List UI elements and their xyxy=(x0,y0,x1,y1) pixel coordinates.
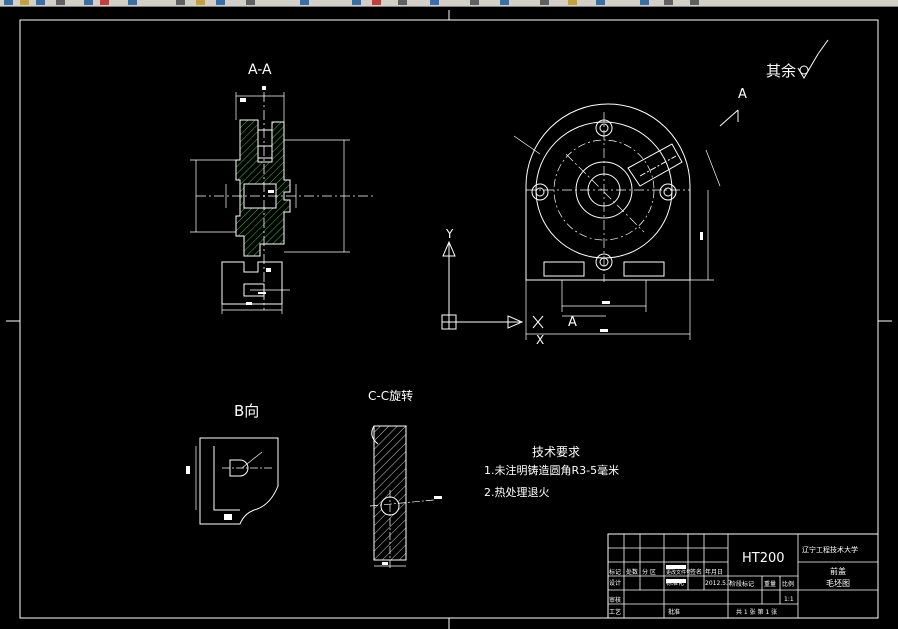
toolbar-icon[interactable] xyxy=(500,0,509,5)
toolbar-icon[interactable] xyxy=(196,0,205,5)
toolbar-icon[interactable] xyxy=(4,0,13,5)
tech-req-line2: 2.热处理退火 xyxy=(484,486,550,499)
surface-rest-label: 其余 xyxy=(766,62,796,80)
ucs-y-label: Y xyxy=(445,227,454,241)
toolbar-icon[interactable] xyxy=(430,0,439,5)
toolbar-icon[interactable] xyxy=(300,0,309,5)
cad-toolbar[interactable] xyxy=(0,0,898,7)
section-c-c-label: C-C旋转 xyxy=(368,388,413,403)
material-label: HT200 xyxy=(742,551,785,566)
drawing-canvas[interactable]: A-A xyxy=(0,7,898,629)
toolbar-icon[interactable] xyxy=(216,0,225,5)
section-a-a-label: A-A xyxy=(248,62,272,78)
tech-req-line1: 1.未注明铸造圆角R3-5毫米 xyxy=(484,463,619,477)
section-arrow-a-bottom: A xyxy=(568,315,577,330)
toolbar-icon[interactable] xyxy=(470,0,479,5)
toolbar-icon[interactable] xyxy=(540,0,549,5)
toolbar-icon[interactable] xyxy=(352,0,361,5)
sheet-label: 共 1 张 第 1 张 xyxy=(736,608,777,616)
scale-label: 1:1 xyxy=(784,596,794,603)
main-front-view: A xyxy=(513,87,747,340)
toolbar-icon[interactable] xyxy=(20,0,29,5)
toolbar-icon[interactable] xyxy=(56,0,65,5)
ucs-icon xyxy=(441,240,544,330)
toolbar-icon[interactable] xyxy=(246,0,255,5)
view-c-c: C-C旋转 xyxy=(368,388,442,570)
signature-label: 签名 xyxy=(690,568,702,576)
date-label: 2012.5.7 xyxy=(705,580,732,587)
process-label: 工艺 xyxy=(609,608,621,616)
toolbar-icon[interactable] xyxy=(640,0,649,5)
view-b: B向 xyxy=(186,402,279,525)
drawing-frame xyxy=(6,10,892,629)
weight-label: 重量 xyxy=(764,580,776,588)
view-b-label: B向 xyxy=(234,402,259,420)
ratio-label: 比例 xyxy=(782,580,794,588)
toolbar-icon[interactable] xyxy=(398,0,407,5)
toolbar-icon[interactable] xyxy=(128,0,137,5)
toolbar-icon[interactable] xyxy=(84,0,93,5)
section-arrow-a-top: A xyxy=(738,87,747,102)
count-label: 处数 xyxy=(626,568,638,576)
ymd-label: 年月日 xyxy=(705,568,723,576)
toolbar-icon[interactable] xyxy=(372,0,381,5)
surface-finish-note: 其余 xyxy=(766,39,829,80)
designer-label: 设计 xyxy=(609,579,621,587)
drawing-type-label: 毛坯图 xyxy=(826,578,850,588)
toolbar-icon[interactable] xyxy=(568,0,577,5)
school-label: 辽宁工程技术大学 xyxy=(802,545,858,554)
tech-req-title: 技术要求 xyxy=(532,445,580,459)
toolbar-icon[interactable] xyxy=(596,0,605,5)
part-name-label: 前盖 xyxy=(830,566,846,576)
stage-mark-label: 阶段标记 xyxy=(730,580,754,588)
toolbar-icon[interactable] xyxy=(36,0,45,5)
toolbar-icon[interactable] xyxy=(664,0,673,5)
zone-label: 分 区 xyxy=(642,568,656,576)
approve-label: 批准 xyxy=(668,608,680,616)
toolbar-icon[interactable] xyxy=(100,0,109,5)
change-doc-label: 更改文件号 xyxy=(666,569,691,576)
technical-requirements: 技术要求 1.未注明铸造圆角R3-5毫米 2.热处理退火 xyxy=(484,445,619,499)
section-a-a-view: A-A xyxy=(190,62,376,314)
title-block xyxy=(607,533,879,619)
toolbar-icon[interactable] xyxy=(176,0,185,5)
ucs-x-label: X xyxy=(536,333,544,347)
mark-label: 标记 xyxy=(609,568,621,576)
review-label: 审核 xyxy=(609,596,621,604)
toolbar-icon[interactable] xyxy=(690,0,699,5)
